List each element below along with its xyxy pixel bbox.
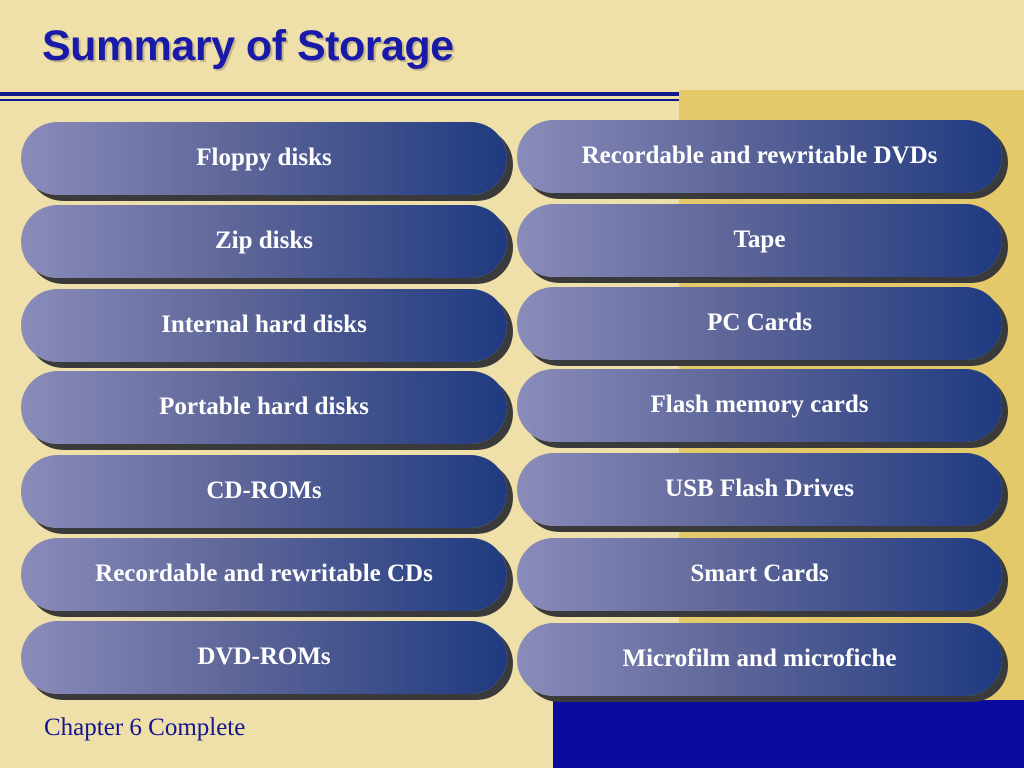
slide-title: Summary of Storage (42, 22, 454, 70)
title-rule-thick (0, 92, 679, 96)
navy-accent-block (553, 700, 1024, 768)
storage-item-smart-cards: Smart Cards (517, 538, 1002, 611)
storage-item-pc-cards: PC Cards (517, 287, 1002, 360)
storage-item-flash-memory-cards: Flash memory cards (517, 369, 1002, 442)
storage-item-recordable-dvds: Recordable and rewritable DVDs (517, 120, 1002, 193)
slide-footer: Chapter 6 Complete (44, 714, 246, 741)
storage-item-portable-hard-disks: Portable hard disks (21, 371, 507, 444)
storage-item-internal-hard-disks: Internal hard disks (21, 289, 507, 362)
storage-item-cd-roms: CD-ROMs (21, 455, 507, 528)
storage-item-tape: Tape (517, 204, 1002, 277)
storage-item-floppy-disks: Floppy disks (21, 122, 507, 195)
storage-item-zip-disks: Zip disks (21, 205, 507, 278)
title-rule-thin (0, 99, 679, 101)
storage-item-dvd-roms: DVD-ROMs (21, 621, 507, 694)
storage-item-recordable-cds: Recordable and rewritable CDs (21, 538, 507, 611)
storage-item-usb-flash-drives: USB Flash Drives (517, 453, 1002, 526)
storage-item-microfilm: Microfilm and microfiche (517, 623, 1002, 696)
